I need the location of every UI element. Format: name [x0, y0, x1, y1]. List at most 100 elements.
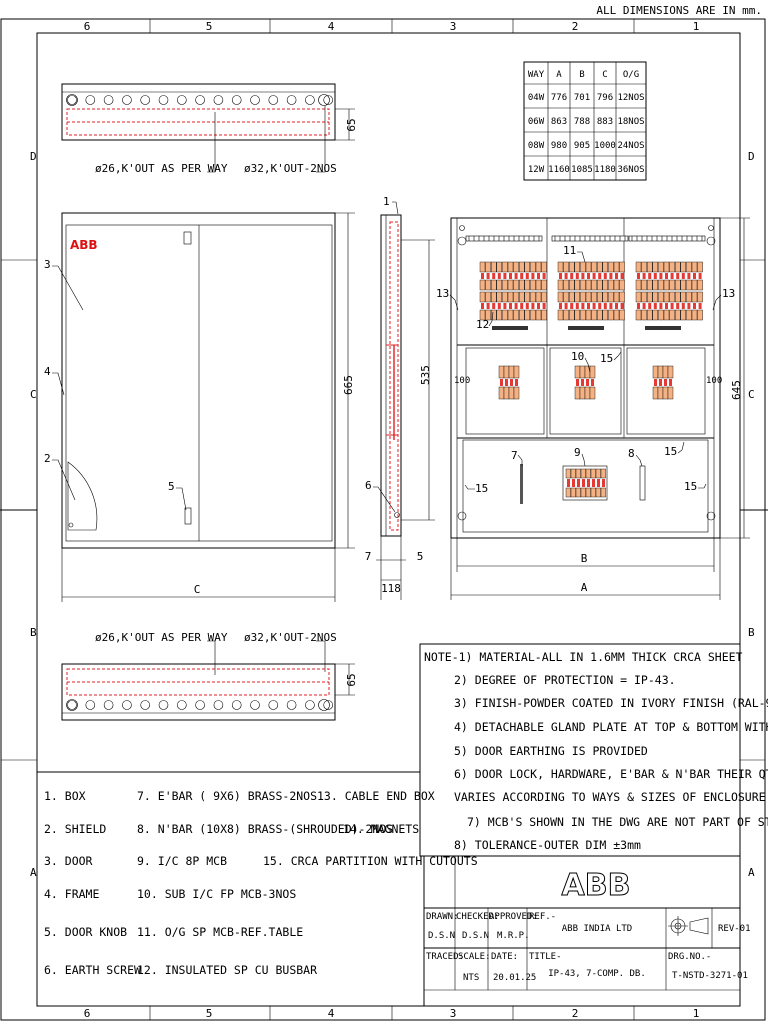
revision: REV-01 [718, 924, 751, 934]
title-label: TITLE- [529, 952, 562, 962]
part-item: 3. DOOR [44, 854, 93, 868]
traced-label: TRACED: [426, 952, 464, 962]
knockout-hole [268, 700, 279, 710]
callout-9: 9 [574, 446, 581, 459]
zone-col-top: 4 [328, 20, 335, 33]
way-table-cell: 1085 [571, 165, 593, 175]
part-item: 10. SUB I/C FP MCB-3NOS [137, 887, 296, 901]
way-table-cell: 788 [574, 117, 590, 127]
zone-col-top: 6 [84, 20, 91, 33]
knockout-hole [323, 700, 334, 710]
callout-1: 1 [383, 195, 390, 208]
way-table-cell: 863 [551, 117, 567, 127]
og-mcb-bank [557, 261, 625, 321]
note-line: 3) FINISH-POWDER COATED IN IVORY FINISH … [454, 696, 768, 710]
sub-ic-mcb [574, 365, 596, 400]
way-table-header: A [556, 70, 562, 80]
front-view: ABB 665 C 3 4 2 5 [44, 212, 355, 602]
abb-logo: ABB [70, 238, 98, 252]
way-table-cell: 776 [551, 93, 567, 103]
knockout-hole [67, 95, 77, 105]
note-line: 2) DEGREE OF PROTECTION = IP-43. [454, 673, 676, 687]
way-table-header: WAY [528, 70, 545, 80]
knockout-hole [305, 700, 315, 710]
note-line: 6) DOOR LOCK, HARDWARE, E'BAR & N'BAR TH… [454, 767, 768, 781]
knockout-hole [122, 95, 132, 105]
way-table-cell: 905 [574, 141, 590, 151]
knockout-hole [213, 700, 224, 710]
zone-row-right: D [748, 150, 755, 163]
parts-list: 1. BOX 2. SHIELD 3. DOOR 4. FRAME 5. DOOR KN… [37, 771, 478, 977]
approved-value: M.R.P. [497, 931, 530, 941]
callout-6: 6 [365, 479, 372, 492]
bottom-depth-dim: 65 [345, 673, 358, 686]
way-table-cell: 701 [574, 93, 590, 103]
title-block-abb-logo: ABB [562, 868, 631, 903]
front-width-dim: C [194, 583, 201, 596]
knockout-hole [67, 700, 77, 710]
callout-11: 11 [563, 244, 576, 257]
zone-col-bottom: 3 [450, 1007, 457, 1020]
part-item: 5. DOOR KNOB [44, 925, 127, 939]
zone-row-right: C [748, 388, 755, 401]
knockout-hole [195, 700, 205, 710]
top-knockout-right-label: ø32,K'OUT-2NOS [244, 162, 337, 175]
callout-5: 5 [168, 480, 175, 493]
part-item: 7. E'BAR ( 9X6) BRASS-2NOS [137, 789, 317, 803]
callout-15-right: 15 [684, 480, 697, 493]
way-table-cell: 1000 [594, 141, 616, 151]
callout-3: 3 [44, 258, 51, 271]
ref-label: REF.- [529, 912, 556, 922]
part-item: 8. N'BAR (10X8) BRASS-(SHROUDED)-2NOS [137, 822, 393, 836]
zone-ticks [1, 19, 765, 1020]
gap-right-dim: 100 [706, 376, 722, 386]
knockout-hole [85, 700, 96, 710]
callout-2: 2 [44, 452, 51, 465]
interior-inner-width: B [581, 552, 588, 565]
zone-row-right: B [748, 626, 755, 639]
zone-row-left: D [30, 150, 37, 163]
way-table-cell: 04W [528, 93, 545, 103]
way-table-cell: 12W [528, 165, 545, 175]
interior-outer-width: A [581, 581, 588, 594]
side-view: 535 7 5 118 1 6 [365, 195, 435, 600]
top-knockout-left-label: ø26,K'OUT AS PER WAY [95, 162, 228, 175]
date-value: 20.01.25 [493, 973, 536, 983]
interior-view: 645 B A 100 100 13 13 11 12 10 15 7 9 8 … [436, 217, 750, 600]
drawn-value: D.S.N [428, 931, 455, 941]
og-mcb-bank [635, 261, 703, 321]
bottom-knockout-right-label: ø32,K'OUT-2NOS [244, 631, 337, 644]
part-item: 2. SHIELD [44, 822, 106, 836]
callout-15-upper: 15 [600, 352, 613, 365]
way-table-cell: 24NOS [617, 141, 644, 151]
part-item: 4. FRAME [44, 887, 99, 901]
bottom-view: ø26,K'OUT AS PER WAY ø32,K'OUT-2NOS 65 [61, 631, 358, 721]
drawn-label: DRAWN: [426, 912, 459, 922]
knockout-hole [231, 700, 242, 710]
zone-col-bottom: 4 [328, 1007, 335, 1020]
notes-box: NOTE-1) MATERIAL-ALL IN 1.6MM THICK CRCA… [419, 643, 768, 857]
part-item: 9. I/C 8P MCB [137, 854, 227, 868]
way-table-cell: 1160 [548, 165, 570, 175]
way-table-cell: 883 [597, 117, 613, 127]
callout-13-right: 13 [722, 287, 735, 300]
part-item: 13. CABLE END BOX [317, 789, 435, 803]
zone-col-bottom: 6 [84, 1007, 91, 1020]
note-line: 4) DETACHABLE GLAND PLATE AT TOP & BOTTO… [454, 720, 768, 734]
zone-col-top: 2 [572, 20, 579, 33]
knockout-hole [177, 700, 187, 710]
part-item: 1. BOX [44, 789, 86, 803]
part-item: 11. O/G SP MCB-REF.TABLE [137, 925, 303, 939]
zone-row-right: A [748, 866, 755, 879]
drawing-title: IP-43, 7-COMP. DB. [548, 969, 646, 979]
callout-12: 12 [476, 318, 489, 331]
note-line: 8) TOLERANCE-OUTER DIM ±3mm [454, 838, 641, 852]
knockout-hole [103, 700, 114, 710]
knockout-hole [231, 95, 242, 105]
top-depth-dim: 65 [345, 118, 358, 131]
date-label: DATE: [491, 952, 518, 962]
part-item: 12. INSULATED SP CU BUSBAR [137, 963, 317, 977]
side-left-offset: 7 [365, 550, 372, 563]
knockout-hole [250, 700, 260, 710]
